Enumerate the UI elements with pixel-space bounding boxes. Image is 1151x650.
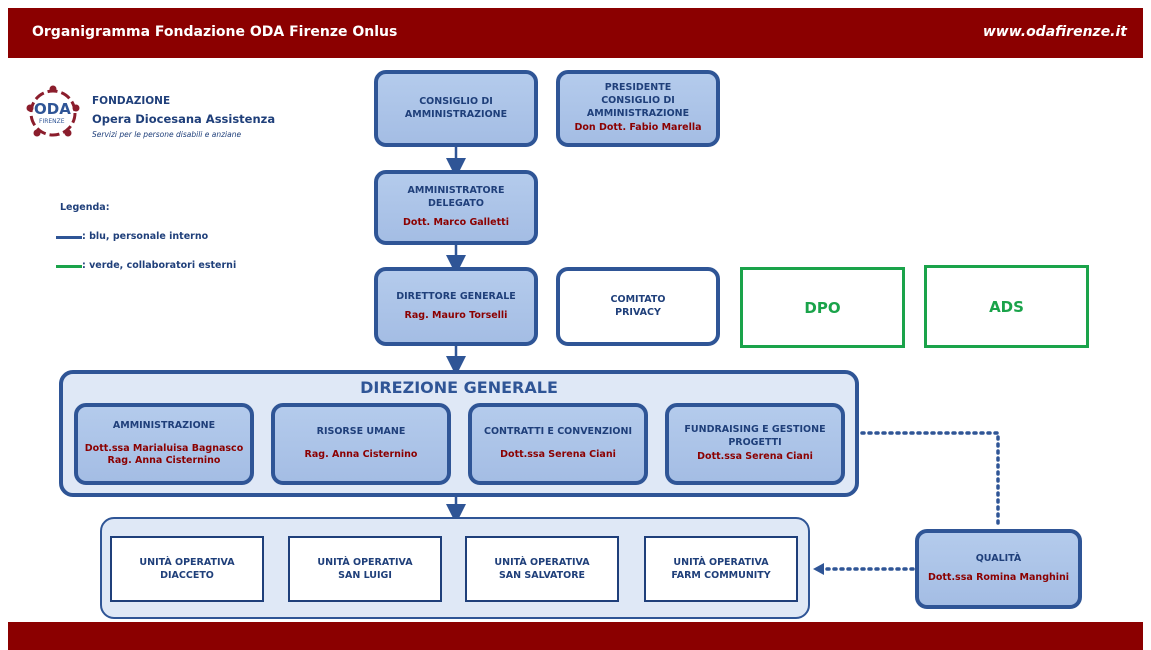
- direzione-box-person1: Dott.ssa Serena Ciani: [500, 449, 616, 460]
- legend-green-label: : verde, collaboratori esterni: [82, 260, 237, 271]
- consiglio-role-line1: CONSIGLIO DI: [419, 95, 493, 107]
- unita-line1: UNITÀ OPERATIVA: [317, 556, 413, 568]
- legend-blue-line: [56, 236, 82, 239]
- header-bar: Organigramma Fondazione ODA Firenze Onlu…: [8, 8, 1143, 58]
- direzione-box-role: RISORSE UMANE: [316, 426, 406, 438]
- unita-line2: SAN LUIGI: [338, 570, 392, 581]
- presidente-role-line1: PRESIDENTE: [604, 82, 672, 94]
- consiglio-box: CONSIGLIO DI AMMINISTRAZIONE: [374, 70, 538, 147]
- direzione-box-person1: Dott.ssa Marialuisa Bagnasco: [84, 442, 244, 454]
- direzione-box-role: CONTRATTI E CONVENZIONI: [483, 426, 632, 438]
- unita-line1: UNITÀ OPERATIVA: [494, 556, 590, 568]
- qualita-person: Dott.ssa Romina Manghini: [927, 572, 1070, 583]
- oda-logo: ODA FIRENZE: [22, 82, 84, 144]
- unita-box-san-salvatore: UNITÀ OPERATIVA SAN SALVATORE: [465, 536, 619, 602]
- direzione-box-role2: PROGETTI: [728, 436, 782, 448]
- presidente-role-line2: CONSIGLIO DI: [601, 95, 675, 107]
- presidente-role-line3: AMMINISTRAZIONE: [586, 108, 690, 119]
- page-title: Organigramma Fondazione ODA Firenze Onlu…: [32, 24, 398, 40]
- unita-line2: SAN SALVATORE: [498, 570, 586, 581]
- direttore-person: Rag. Mauro Torselli: [404, 309, 508, 321]
- website-link[interactable]: www.odafirenze.it: [982, 24, 1127, 40]
- direttore-box: DIRETTORE GENERALE Rag. Mauro Torselli: [374, 267, 538, 346]
- ads-label: ADS: [989, 297, 1024, 316]
- direzione-box-role: AMMINISTRAZIONE: [112, 419, 216, 431]
- footer-bar: [8, 622, 1143, 650]
- comitato-line1: COMITATO: [610, 293, 666, 305]
- direzione-box-risorse-umane: RISORSE UMANE Rag. Anna Cisternino: [271, 403, 451, 485]
- unita-box-san-luigi: UNITÀ OPERATIVA SAN LUIGI: [288, 536, 442, 602]
- legend-blue-label: : blu, personale interno: [82, 231, 209, 242]
- direzione-title: DIREZIONE GENERALE: [360, 378, 558, 397]
- amministratore-person: Dott. Marco Galletti: [403, 216, 509, 228]
- unita-line2: DIACCETO: [160, 570, 214, 581]
- direzione-box-role: FUNDRAISING E GESTIONE: [684, 423, 826, 435]
- legend-title: Legenda:: [60, 202, 110, 213]
- unita-line1: UNITÀ OPERATIVA: [139, 556, 235, 568]
- amministratore-role-line1: AMMINISTRATORE: [407, 185, 505, 197]
- logo-line1: FONDAZIONE: [92, 95, 171, 107]
- direzione-box-fundraising: FUNDRAISING E GESTIONE PROGETTI Dott.ssa…: [665, 403, 845, 485]
- unita-box-farm-community: UNITÀ OPERATIVA FARM COMMUNITY: [644, 536, 798, 602]
- direzione-box-person1: Rag. Anna Cisternino: [304, 449, 418, 460]
- logo-mark-text: ODA: [34, 100, 71, 118]
- dpo-label: DPO: [804, 298, 841, 317]
- direzione-box-person1: Dott.ssa Serena Ciani: [697, 451, 813, 463]
- legend-green-line: [56, 265, 82, 268]
- direzione-box-contratti: CONTRATTI E CONVENZIONI Dott.ssa Serena …: [468, 403, 648, 485]
- qualita-box: QUALITÀ Dott.ssa Romina Manghini: [915, 529, 1082, 609]
- unita-box-diacceto: UNITÀ OPERATIVA DIACCETO: [110, 536, 264, 602]
- amministratore-box: AMMINISTRATORE DELEGATO Dott. Marco Gall…: [374, 170, 538, 245]
- amministratore-role-line2: DELEGATO: [428, 198, 484, 210]
- unita-line1: UNITÀ OPERATIVA: [673, 556, 769, 568]
- ads-box: ADS: [924, 265, 1089, 348]
- logo-tagline: Servizi per le persone disabili e anzian…: [92, 130, 242, 139]
- comitato-line2: PRIVACY: [615, 306, 661, 318]
- logo-city-text: FIRENZE: [39, 118, 65, 125]
- consiglio-role-line2: AMMINISTRAZIONE: [404, 108, 508, 120]
- qualita-role: QUALITÀ: [975, 553, 1022, 565]
- presidente-person: Don Dott. Fabio Marella: [574, 121, 702, 133]
- arrowhead-qualita-to-unita: [813, 563, 824, 575]
- oda-logo-mark: [26, 85, 80, 137]
- unita-line2: FARM COMMUNITY: [671, 570, 771, 581]
- direttore-role: DIRETTORE GENERALE: [396, 290, 516, 302]
- dpo-box: DPO: [740, 267, 905, 348]
- presidente-box: PRESIDENTE CONSIGLIO DI AMMINISTRAZIONE …: [556, 70, 720, 147]
- dotted-direzione-to-qualita: [860, 431, 1000, 530]
- logo-line2: Opera Diocesana Assistenza: [92, 112, 276, 126]
- direzione-box-amministrazione: AMMINISTRAZIONE Dott.ssa Marialuisa Bagn…: [74, 403, 254, 485]
- direzione-box-person2: Rag. Anna Cisternino: [107, 455, 221, 467]
- comitato-box: COMITATO PRIVACY: [556, 267, 720, 346]
